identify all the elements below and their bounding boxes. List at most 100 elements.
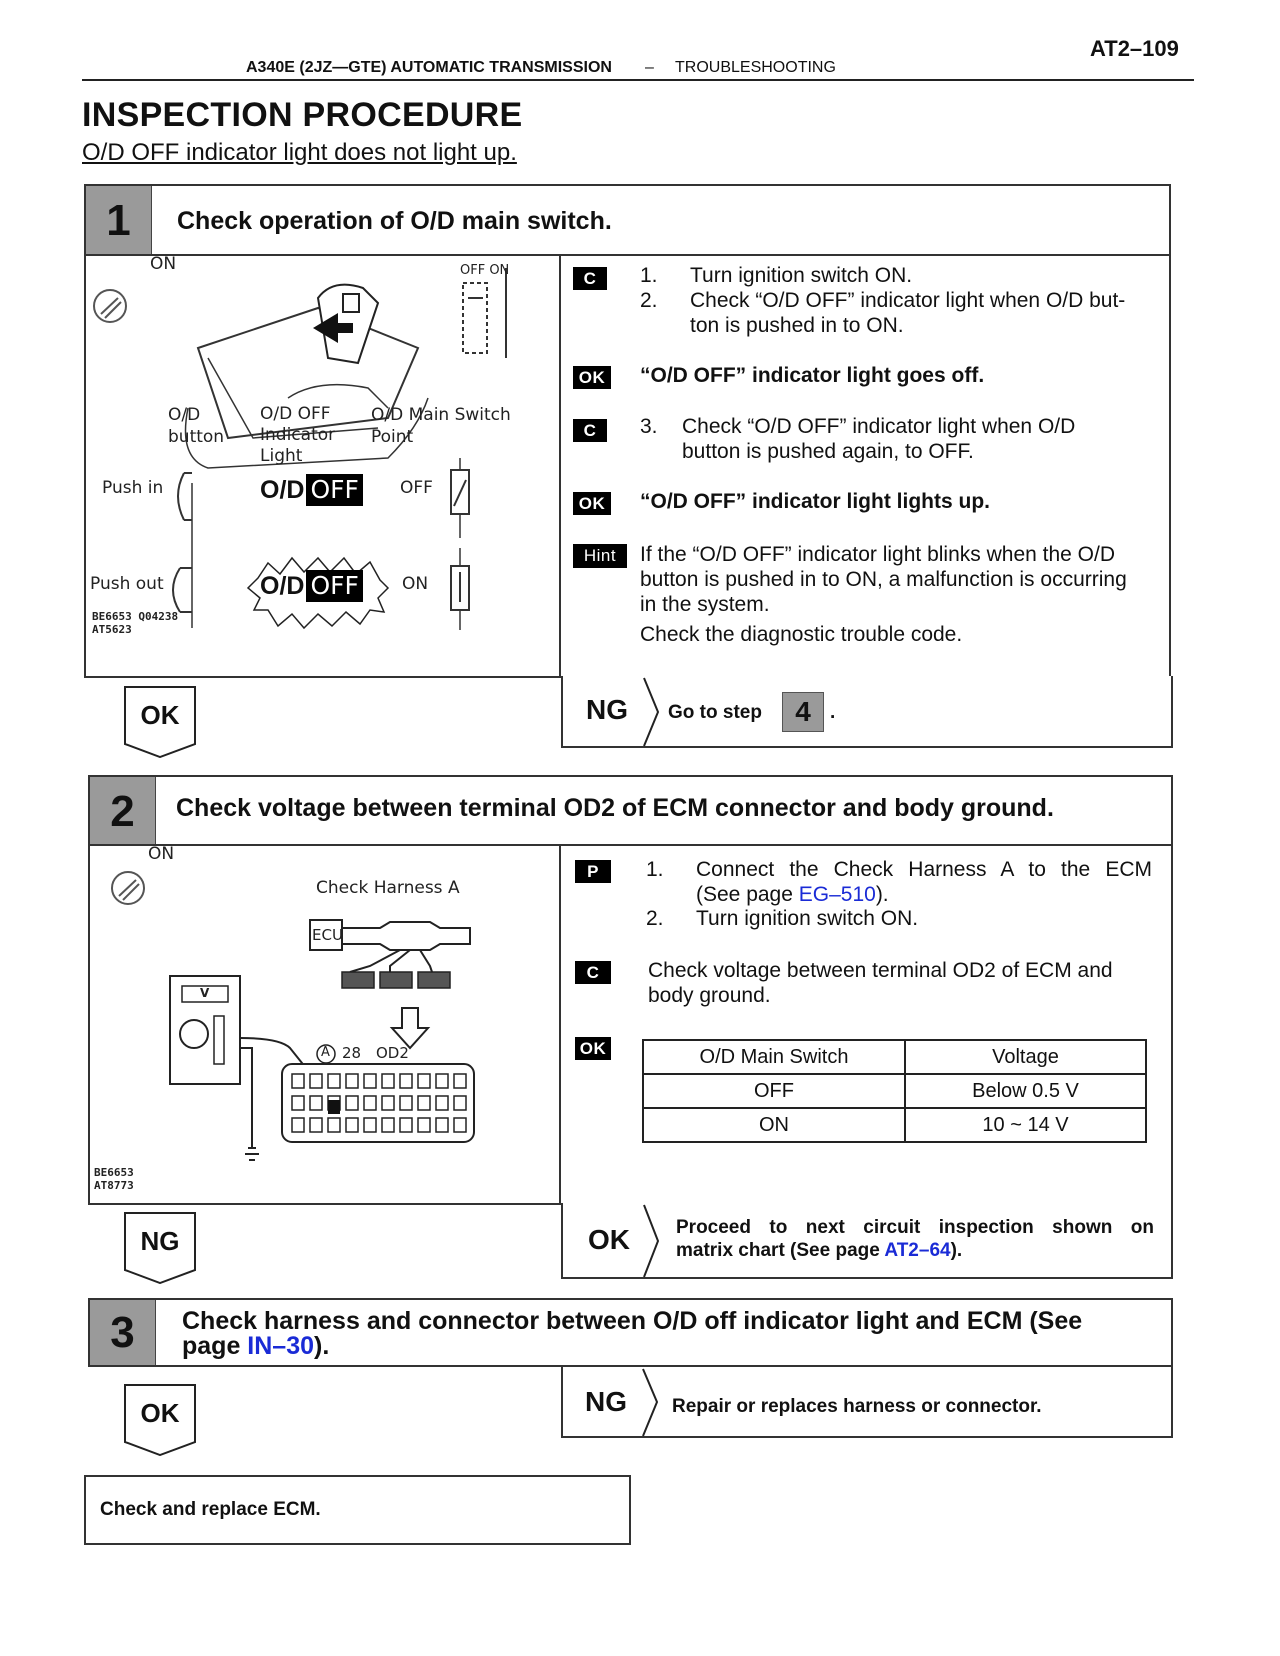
tag-ok: OK	[573, 492, 611, 515]
step2-item1-b: (See page EG–510).	[696, 883, 889, 906]
step1-ok1: “O/D OFF” indicator light goes off.	[640, 364, 985, 387]
table-cell: OFF	[642, 1073, 906, 1109]
figure-code: BE6653 AT8773	[94, 1166, 134, 1192]
check-harness-illustration	[111, 871, 475, 1161]
goto-period: .	[830, 702, 836, 723]
step1-item2-num: 2.	[640, 289, 658, 312]
meter-label: V	[200, 986, 210, 1000]
pin-28-label: 28	[342, 1044, 362, 1062]
page-link-in30[interactable]: IN–30	[247, 1332, 315, 1360]
down-arrow-badge-icon	[124, 1384, 196, 1456]
step3-title-a: Check harness and connector between O/D …	[182, 1307, 1083, 1335]
table-header: Voltage	[904, 1039, 1147, 1075]
header-section: A340E (2JZ—GTE) AUTOMATIC TRANSMISSION	[246, 59, 612, 76]
page-subtitle: O/D OFF indicator light does not light u…	[82, 139, 517, 166]
final-action-box	[84, 1475, 631, 1545]
page-title: INSPECTION PROCEDURE	[82, 96, 523, 134]
chevron-right-icon	[642, 1368, 659, 1437]
step1-column-divider	[559, 256, 561, 676]
step2-title: Check voltage between terminal OD2 of EC…	[176, 794, 1054, 822]
step2-ok-label: OK	[588, 1224, 630, 1255]
page-link-at2-64[interactable]: AT2–64	[884, 1240, 951, 1261]
step1-item2-a: Check “O/D OFF” indicator light when O/D…	[690, 289, 1126, 312]
table-cell: Below 0.5 V	[904, 1073, 1147, 1109]
ignition-on-label: ON	[148, 844, 175, 864]
header-rule	[82, 79, 1194, 81]
step2-column-divider	[559, 846, 561, 1203]
down-arrow-badge-icon	[124, 1212, 196, 1284]
step3-ng-label: NG	[585, 1386, 627, 1417]
step1-figure: ON OFF ON O/D button O/D OFF Indicator L…	[88, 254, 556, 673]
step2-check-a: Check voltage between terminal OD2 of EC…	[648, 959, 1113, 982]
tag-check: C	[573, 267, 607, 290]
tag-check: C	[575, 961, 611, 984]
point-off-label: OFF	[400, 478, 433, 498]
step2-ok-text-a: Proceed to next circuit inspection shown…	[676, 1217, 1154, 1238]
step1-title-rule	[86, 254, 1169, 256]
step1-hint-a: If the “O/D OFF” indicator light blinks …	[640, 543, 1116, 566]
off-on-label: OFF ON	[460, 263, 510, 278]
step2-figure: ON Check Harness A ECU V A 28 OD2 BE6653…	[90, 844, 556, 1198]
step3-ok-badge: OK	[124, 1384, 196, 1456]
col-light-label: O/D OFF Indicator Light	[260, 404, 336, 466]
header-subsection: TROUBLESHOOTING	[675, 59, 836, 76]
step1-ok-badge: OK	[124, 686, 196, 758]
od2-terminal-label: OD2	[376, 1044, 409, 1062]
step2-number: 2	[90, 777, 156, 846]
step2-title-rule	[90, 844, 1171, 846]
down-arrow-badge-icon	[124, 686, 196, 758]
step1-hint-b: button is pushed in to ON, a malfunction…	[640, 568, 1127, 591]
header-separator: –	[645, 59, 654, 76]
step1-ng-label: NG	[586, 694, 628, 725]
chevron-right-icon	[643, 1204, 660, 1278]
tag-ok: OK	[573, 366, 611, 389]
step1-item3-a: Check “O/D OFF” indicator light when O/D	[682, 415, 1076, 438]
table-header-row: O/D Main Switch Voltage	[642, 1039, 1147, 1075]
ecu-label: ECU	[312, 926, 343, 944]
row-push-out-label: Push out	[90, 574, 164, 594]
step1-ok2: “O/D OFF” indicator light lights up.	[640, 490, 990, 513]
step1-item3-b: button is pushed again, to OFF.	[682, 440, 974, 463]
step1-item1: Turn ignition switch ON.	[690, 264, 913, 287]
step1-ng-text: Go to step	[668, 702, 762, 723]
step1-ng-box	[561, 676, 1173, 748]
col-button-label: O/D button	[168, 405, 225, 447]
step1-number: 1	[86, 186, 152, 256]
table-row: OFF Below 0.5 V	[642, 1073, 1147, 1109]
step1-item1-num: 1.	[640, 264, 658, 287]
point-on-label: ON	[402, 574, 429, 594]
harness-label: Check Harness A	[316, 878, 460, 898]
page-link-eg510[interactable]: EG–510	[798, 883, 876, 906]
tag-hint: Hint	[573, 544, 627, 568]
step2-item1-a: Connect the Check Harness A to the ECM	[696, 858, 1152, 881]
step3-number: 3	[90, 1300, 156, 1365]
step2-ok-text-b: matrix chart (See page AT2–64).	[676, 1240, 963, 1261]
step3-ng-box	[561, 1367, 1173, 1438]
step2-ng-badge: NG	[124, 1212, 196, 1284]
step2-item2-num: 2.	[646, 907, 664, 930]
row-push-in-label: Push in	[102, 478, 164, 498]
step1-hint-d: Check the diagnostic trouble code.	[640, 623, 963, 646]
tag-check: C	[573, 419, 607, 442]
step1-hint-c: in the system.	[640, 593, 770, 616]
step3-box	[88, 1298, 1173, 1367]
tag-prepare: P	[575, 860, 611, 883]
table-row: ON 10 ~ 14 V	[642, 1107, 1147, 1143]
step1-title: Check operation of O/D main switch.	[177, 207, 612, 235]
step1-item3-num: 3.	[640, 415, 658, 438]
figure-code: BE6653 Q04238 AT5623	[92, 610, 179, 636]
tag-ok: OK	[575, 1037, 611, 1060]
col-switch-label: O/D Main Switch Point	[371, 405, 511, 447]
step3-ng-text: Repair or replaces harness or connector.	[672, 1396, 1042, 1417]
page-number: AT2–109	[1090, 36, 1179, 61]
step2-item2: Turn ignition switch ON.	[696, 907, 919, 930]
step2-item1-num: 1.	[646, 858, 664, 881]
step3-title-b: page IN–30).	[182, 1332, 330, 1360]
ignition-on-label: ON	[150, 254, 177, 274]
goto-step-4-link[interactable]: 4	[782, 692, 824, 732]
table-header: O/D Main Switch	[642, 1039, 906, 1075]
step1-item2-b: ton is pushed in to ON.	[690, 314, 904, 337]
step2-ok-box	[561, 1203, 1173, 1279]
